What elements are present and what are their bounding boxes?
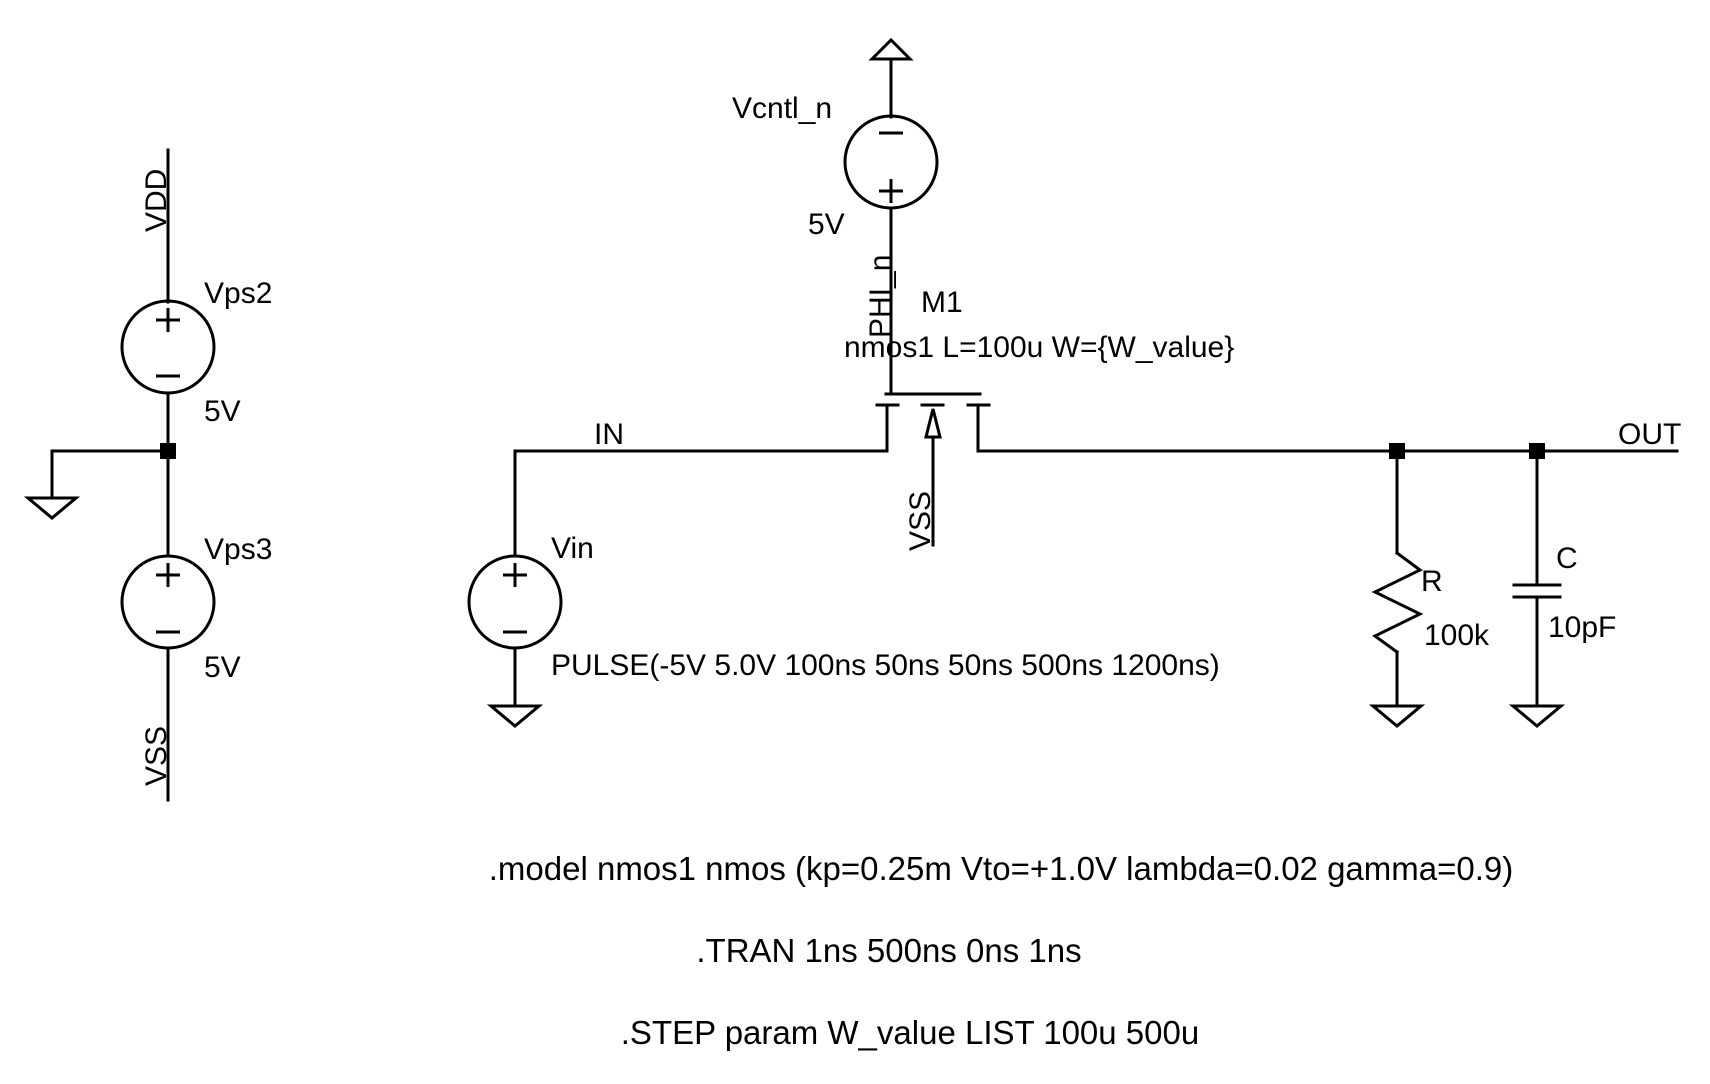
vps3-value: 5V bbox=[204, 651, 241, 684]
plus-icon bbox=[156, 308, 180, 332]
ground-icon bbox=[486, 704, 544, 728]
control-source: Vcntl_n 5V PHI_n bbox=[732, 37, 939, 396]
vps2-name: Vps2 bbox=[204, 277, 272, 310]
vps2-value: 5V bbox=[204, 395, 241, 428]
vcntl-name: Vcntl_n bbox=[732, 92, 832, 125]
ground-icon bbox=[1508, 704, 1566, 728]
transistor-m1: M1 nmos1 L=100u W={W_value} VSS bbox=[844, 286, 1234, 551]
directive-step: .STEP param W_value LIST 100u 500u bbox=[621, 1014, 1199, 1051]
resistor-symbol bbox=[1371, 550, 1424, 655]
net-label-vdd: VDD bbox=[140, 169, 173, 232]
capacitor-name: C bbox=[1556, 542, 1578, 575]
supply-stack: VDD VSS Vps2 5V Vps3 5V bbox=[23, 148, 272, 802]
ground-icon bbox=[23, 496, 81, 520]
net-label-phi-n: PHI_n bbox=[864, 255, 897, 338]
spice-directives: .model nmos1 nmos (kp=0.25m Vto=+1.0V la… bbox=[489, 850, 1514, 1051]
resistor-name: R bbox=[1421, 565, 1443, 598]
m1-name: M1 bbox=[921, 286, 963, 319]
plus-icon bbox=[503, 563, 527, 587]
resistor-value: 100k bbox=[1424, 619, 1490, 652]
bulk-arrow-icon bbox=[924, 408, 942, 439]
ground-icon bbox=[1368, 704, 1426, 728]
net-label-in: IN bbox=[594, 418, 624, 451]
vin-name: Vin bbox=[551, 532, 594, 565]
supply-arrow-icon bbox=[868, 37, 914, 61]
net-label-vss-left: VSS bbox=[140, 726, 173, 786]
directive-tran: .TRAN 1ns 500ns 0ns 1ns bbox=[696, 932, 1081, 969]
output-path: OUT R 100k C 10pF bbox=[976, 418, 1681, 728]
vps3-name: Vps3 bbox=[204, 533, 272, 566]
junction-dot bbox=[160, 443, 176, 459]
plus-icon bbox=[156, 563, 180, 587]
net-label-vss-bulk: VSS bbox=[904, 491, 937, 551]
plus-icon bbox=[879, 179, 903, 203]
input-path: IN Vin PULSE(-5V 5.0V 100ns 50ns 50ns 50… bbox=[467, 418, 1220, 728]
directive-model: .model nmos1 nmos (kp=0.25m Vto=+1.0V la… bbox=[489, 850, 1514, 887]
vin-pulse: PULSE(-5V 5.0V 100ns 50ns 50ns 500ns 120… bbox=[551, 649, 1220, 682]
net-label-out: OUT bbox=[1618, 418, 1681, 451]
capacitor-value: 10pF bbox=[1548, 611, 1616, 644]
vcntl-value: 5V bbox=[808, 208, 845, 241]
m1-model: nmos1 L=100u W={W_value} bbox=[844, 331, 1234, 364]
